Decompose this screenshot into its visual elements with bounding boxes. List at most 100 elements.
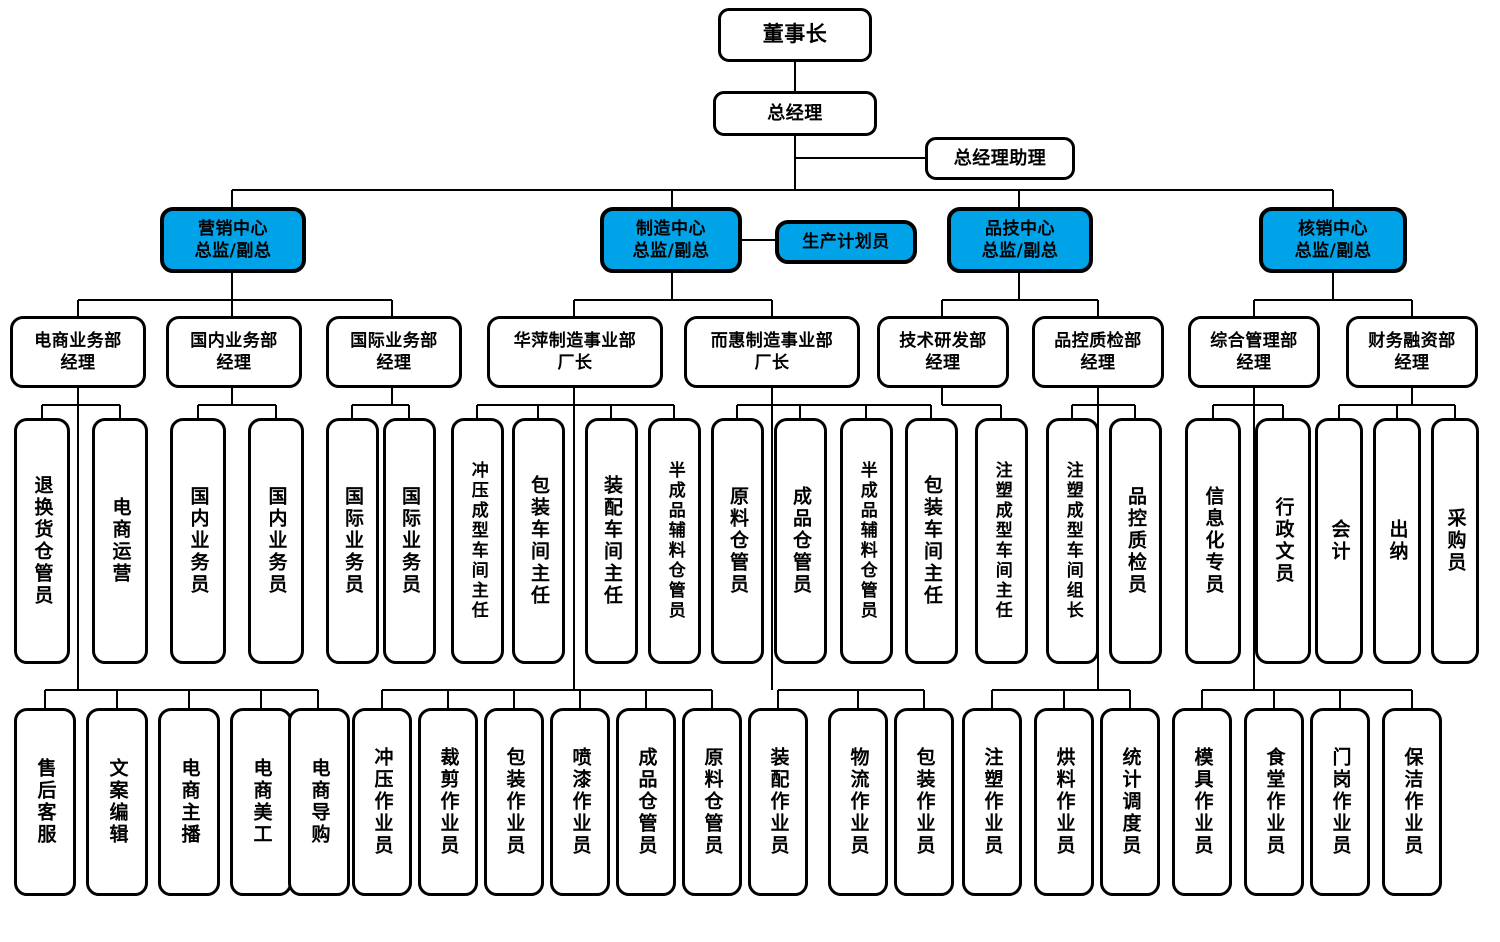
node-r5-9[interactable]: 喷漆作业员 (550, 708, 610, 896)
node-r4-3[interactable]: 国内业务员 (170, 418, 226, 664)
node-r4-17[interactable]: 品控质检员 (1109, 418, 1162, 664)
node-r5-20[interactable]: 门岗作业员 (1310, 708, 1370, 896)
node-r5-16[interactable]: 烘料作业员 (1034, 708, 1094, 896)
node-verification-center[interactable]: 核销中心 总监/副总 (1259, 207, 1407, 273)
node-label: 注塑成型车间主任 (991, 461, 1012, 621)
node-general-manager[interactable]: 总经理 (713, 91, 877, 136)
node-label: 门岗作业员 (1329, 747, 1352, 857)
node-r4-13[interactable]: 半成品辅料仓管员 (840, 418, 893, 664)
node-label: 电商业务部 经理 (34, 330, 122, 373)
node-label: 注塑作业员 (981, 747, 1004, 857)
node-r5-10[interactable]: 成品仓管员 (616, 708, 676, 896)
node-dept-finance[interactable]: 财务融资部 经理 (1346, 316, 1478, 388)
node-r4-7[interactable]: 冲压成型车间主任 (451, 418, 504, 664)
node-r5-21[interactable]: 保洁作业员 (1382, 708, 1442, 896)
node-r4-12[interactable]: 成品仓管员 (774, 418, 827, 664)
node-label: 生产计划员 (802, 231, 890, 252)
node-label: 电商美工 (250, 758, 273, 846)
node-r4-20[interactable]: 会计 (1315, 418, 1363, 664)
node-label: 行政文员 (1272, 497, 1295, 585)
node-label: 核销中心 总监/副总 (1294, 218, 1372, 261)
node-label: 物流作业员 (847, 747, 870, 857)
node-production-planner[interactable]: 生产计划员 (775, 220, 917, 264)
node-dept-huaping-plant[interactable]: 华萍制造事业部 厂长 (487, 316, 663, 388)
node-label: 品技中心 总监/副总 (981, 218, 1059, 261)
node-r5-6[interactable]: 冲压作业员 (352, 708, 412, 896)
node-r4-21[interactable]: 出纳 (1373, 418, 1421, 664)
node-dept-rnd[interactable]: 技术研发部 经理 (877, 316, 1009, 388)
node-r5-5[interactable]: 电商导购 (288, 708, 350, 896)
node-r4-10[interactable]: 半成品辅料仓管员 (648, 418, 701, 664)
node-label: 技术研发部 经理 (899, 330, 987, 373)
node-label: 董事长 (762, 22, 828, 47)
node-label: 总经理 (767, 102, 823, 124)
node-dept-admin[interactable]: 综合管理部 经理 (1188, 316, 1320, 388)
node-label: 注塑成型车间组长 (1062, 461, 1083, 621)
node-dept-domestic[interactable]: 国内业务部 经理 (166, 316, 302, 388)
node-r4-19[interactable]: 行政文员 (1255, 418, 1311, 664)
node-label: 国际业务员 (342, 486, 365, 596)
node-marketing-center[interactable]: 营销中心 总监/副总 (160, 207, 306, 273)
node-r4-22[interactable]: 采购员 (1431, 418, 1479, 664)
node-label: 冲压作业员 (371, 747, 394, 857)
node-label: 食堂作业员 (1263, 747, 1286, 857)
node-r5-4[interactable]: 电商美工 (230, 708, 292, 896)
node-dept-international[interactable]: 国际业务部 经理 (326, 316, 462, 388)
node-r4-15[interactable]: 注塑成型车间主任 (975, 418, 1028, 664)
node-dept-qc[interactable]: 品控质检部 经理 (1032, 316, 1164, 388)
node-r4-6[interactable]: 国际业务员 (383, 418, 436, 664)
node-r4-16[interactable]: 注塑成型车间组长 (1046, 418, 1099, 664)
node-r5-19[interactable]: 食堂作业员 (1244, 708, 1304, 896)
node-r4-11[interactable]: 原料仓管员 (711, 418, 764, 664)
node-r4-8[interactable]: 包装车间主任 (512, 418, 565, 664)
node-r5-1[interactable]: 售后客服 (14, 708, 76, 896)
node-r4-2[interactable]: 电商运营 (92, 418, 148, 664)
node-r4-5[interactable]: 国际业务员 (326, 418, 379, 664)
node-chairman[interactable]: 董事长 (718, 8, 872, 62)
node-label: 保洁作业员 (1401, 747, 1424, 857)
node-r5-3[interactable]: 电商主播 (158, 708, 220, 896)
node-label: 半成品辅料仓管员 (856, 461, 877, 621)
node-label: 原料仓管员 (701, 747, 724, 857)
node-r4-4[interactable]: 国内业务员 (248, 418, 304, 664)
node-dept-erhui-plant[interactable]: 而惠制造事业部 厂长 (684, 316, 860, 388)
node-label: 电商运营 (109, 497, 132, 585)
node-r4-9[interactable]: 装配车间主任 (585, 418, 638, 664)
node-label: 文案编辑 (106, 758, 129, 846)
node-label: 国内业务员 (187, 486, 210, 596)
node-dept-ecommerce[interactable]: 电商业务部 经理 (10, 316, 146, 388)
node-quality-tech-center[interactable]: 品技中心 总监/副总 (947, 207, 1093, 273)
node-r5-13[interactable]: 物流作业员 (828, 708, 888, 896)
node-label: 装配车间主任 (601, 475, 624, 607)
node-label: 总经理助理 (953, 147, 1047, 169)
node-r5-7[interactable]: 裁剪作业员 (418, 708, 478, 896)
node-label: 包装车间主任 (528, 475, 551, 607)
node-label: 喷漆作业员 (569, 747, 592, 857)
node-label: 退换货仓管员 (31, 475, 54, 607)
node-r5-12[interactable]: 装配作业员 (748, 708, 808, 896)
node-r4-14[interactable]: 包装车间主任 (905, 418, 958, 664)
node-label: 国内业务部 经理 (190, 330, 278, 373)
node-label: 包装作业员 (503, 747, 526, 857)
node-r5-18[interactable]: 模具作业员 (1172, 708, 1232, 896)
node-r5-2[interactable]: 文案编辑 (86, 708, 148, 896)
node-label: 营销中心 总监/副总 (194, 218, 272, 261)
node-r4-1[interactable]: 退换货仓管员 (14, 418, 70, 664)
node-r5-8[interactable]: 包装作业员 (484, 708, 544, 896)
node-label: 成品仓管员 (790, 486, 813, 596)
node-label: 采购员 (1444, 508, 1467, 574)
node-r5-11[interactable]: 原料仓管员 (682, 708, 742, 896)
node-r5-17[interactable]: 统计调度员 (1100, 708, 1160, 896)
node-gm-assistant[interactable]: 总经理助理 (925, 137, 1075, 180)
node-label: 冲压成型车间主任 (467, 461, 488, 621)
node-label: 烘料作业员 (1053, 747, 1076, 857)
node-label: 华萍制造事业部 厂长 (513, 330, 637, 373)
node-manufacturing-center[interactable]: 制造中心 总监/副总 (600, 207, 742, 273)
node-label: 电商导购 (308, 758, 331, 846)
node-r5-15[interactable]: 注塑作业员 (962, 708, 1022, 896)
node-label: 品控质检员 (1125, 486, 1148, 596)
node-r4-18[interactable]: 信息化专员 (1185, 418, 1241, 664)
node-r5-14[interactable]: 包装作业员 (894, 708, 954, 896)
node-label: 模具作业员 (1191, 747, 1214, 857)
